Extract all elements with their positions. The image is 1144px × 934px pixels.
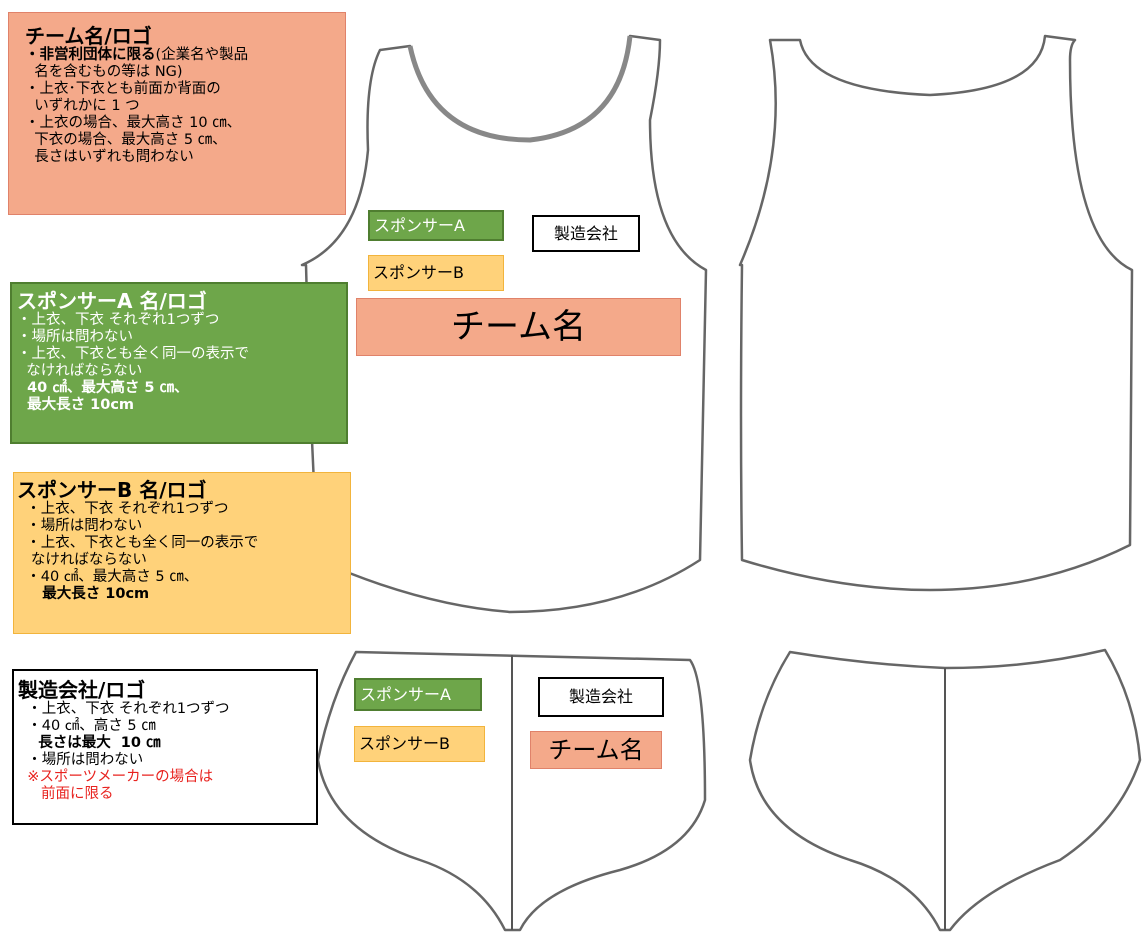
- shorts-sponsor-a-label: スポンサーA: [354, 678, 482, 711]
- sponsor-a-note-title: スポンサーA 名/ロゴ: [17, 289, 207, 313]
- team-name-note: チーム名/ロゴ ・非営利団体に限る(企業名や製品 名を含むもの等は NG) ・上…: [8, 12, 346, 215]
- sponsor-b-note-line-4: なければならない: [17, 552, 147, 568]
- top-sponsor-a-label: スポンサーA: [368, 210, 504, 241]
- manufacturer-note-line-6: 前面に限る: [18, 786, 114, 802]
- sponsor-a-note: スポンサーA 名/ロゴ ・上衣、下衣 それぞれ1つずつ ・場所は問わない ・上衣…: [10, 282, 348, 444]
- sponsor-b-note-line-2: ・場所は問わない: [17, 518, 143, 534]
- top-sponsor-b-label: スポンサーB: [368, 255, 504, 291]
- team-note-line-5: ・上衣の場合、最大高さ 10 ㎝、: [25, 115, 242, 131]
- sponsor-b-note-line-6: 最大長さ 10cm: [17, 586, 150, 602]
- sponsor-a-note-line-1: ・上衣、下衣 それぞれ1つずつ: [17, 312, 220, 328]
- team-note-line-1-bold: ・非営利団体に限る: [25, 47, 156, 63]
- manufacturer-note-title: 製造会社/ロゴ: [18, 678, 146, 702]
- team-note-line-7: 長さはいずれも問わない: [25, 149, 194, 165]
- shorts-sponsor-b-label: スポンサーB: [354, 726, 485, 762]
- sponsor-a-note-line-2: ・場所は問わない: [17, 329, 133, 345]
- sponsor-b-note: スポンサーB 名/ロゴ ・上衣、下衣 それぞれ1つずつ ・場所は問わない ・上衣…: [13, 472, 351, 634]
- shorts-manufacturer-label: 製造会社: [538, 677, 664, 717]
- sponsor-a-note-line-5: 40 ㎠、最大高さ 5 ㎝、: [17, 380, 189, 396]
- team-note-line-6: 下衣の場合、最大高さ 5 ㎝、: [25, 132, 227, 148]
- team-note-line-4: いずれかに 1 つ: [25, 98, 140, 114]
- manufacturer-note-line-5: ※スポーツメーカーの場合は: [18, 769, 214, 785]
- team-note-line-2: 名を含むもの等は NG): [25, 64, 183, 80]
- manufacturer-note-line-4: ・場所は問わない: [18, 752, 144, 768]
- manufacturer-note-line-2: ・40 ㎠、高さ 5 ㎝: [18, 718, 156, 734]
- manufacturer-note-line-3: 長さは最大 10 ㎝: [18, 735, 161, 751]
- sponsor-a-note-line-6: 最大長さ 10cm: [17, 397, 135, 413]
- team-note-title: チーム名/ロゴ: [25, 24, 152, 48]
- sponsor-b-note-line-1: ・上衣、下衣 それぞれ1つずつ: [17, 501, 229, 517]
- top-manufacturer-label: 製造会社: [532, 215, 640, 252]
- manufacturer-note-line-1: ・上衣、下衣 それぞれ1つずつ: [18, 701, 230, 717]
- sponsor-b-note-line-5: ・40 ㎠、最大高さ 5 ㎝、: [17, 569, 199, 585]
- shorts-team-name-label: チーム名: [530, 731, 662, 769]
- sponsor-b-note-line-3: ・上衣、下衣とも全く同一の表示で: [17, 535, 259, 551]
- top-team-name-label: チーム名: [356, 298, 681, 356]
- sponsor-a-note-line-4: なければならない: [17, 363, 143, 379]
- back-top-outline: [738, 34, 1134, 592]
- sponsor-a-note-line-3: ・上衣、下衣とも全く同一の表示で: [17, 346, 249, 362]
- team-note-line-1-rest: (企業名や製品: [155, 47, 249, 63]
- team-note-line-3: ・上衣･下衣とも前面か背面の: [25, 81, 221, 97]
- sponsor-b-note-title: スポンサーB 名/ロゴ: [17, 478, 207, 502]
- manufacturer-note: 製造会社/ロゴ ・上衣、下衣 それぞれ1つずつ ・40 ㎠、高さ 5 ㎝ 長さは…: [12, 669, 318, 825]
